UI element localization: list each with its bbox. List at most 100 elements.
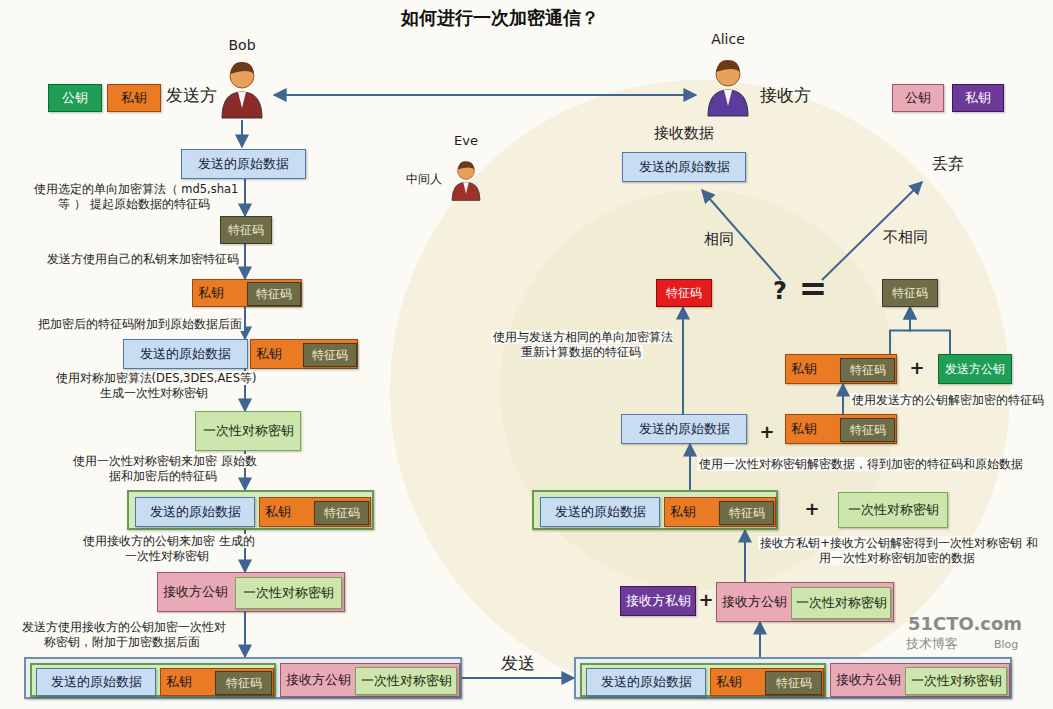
- annotation-text: 使用选定的单向加密算法（ md5,sha1等 ） 提起原始数据的特征码: [32, 182, 239, 211]
- annotation-text: Eve: [454, 133, 478, 148]
- box-text: 接收方公钥: [722, 593, 787, 611]
- public-key-box: 公钥: [892, 84, 944, 112]
- box-text: 特征码: [256, 286, 292, 303]
- box-text: 私钥: [166, 673, 192, 691]
- session-key-box: 一次性对称密钥: [235, 577, 342, 609]
- annotation: 中间人: [406, 172, 450, 188]
- private-key-box: 接收方私钥: [620, 586, 696, 616]
- box-text: 接收方公钥: [836, 671, 901, 689]
- session-key-box: 一次性对称密钥: [195, 411, 301, 451]
- private-key-box: 私钥特征码: [785, 354, 897, 384]
- public-key-box: 接收方公钥一次性对称密钥: [716, 582, 894, 622]
- annotation-text: ?: [773, 277, 787, 305]
- annotation: +: [759, 420, 775, 443]
- box-text: 发送的原始数据: [51, 673, 142, 691]
- annotation: 接收数据: [636, 124, 732, 144]
- digest-box: 特征码: [719, 501, 774, 525]
- annotation: 发送方: [166, 84, 226, 106]
- box-text: 私钥: [670, 503, 696, 521]
- background-circle: [500, 190, 900, 590]
- digest-box: 特征码: [314, 501, 369, 525]
- box-text: 接收方私钥: [626, 592, 691, 610]
- person-icon: [452, 161, 480, 200]
- annotation: 使用一次性对称密钥解密数据，得到加密的特征码和原始数据: [697, 457, 1037, 472]
- session-key-box: 一次性对称密钥: [905, 667, 1007, 695]
- box-text: 特征码: [324, 505, 360, 522]
- flow-arrow: [241, 120, 243, 147]
- flow-arrow: [689, 444, 691, 490]
- public-key-box: 公钥: [48, 84, 102, 112]
- encrypted-group: 发送的原始数据私钥特征码: [532, 490, 778, 530]
- annotation-text: +: [804, 498, 819, 519]
- box-text: 发送的原始数据: [639, 158, 730, 176]
- box-text: 接收方公钥: [163, 583, 228, 601]
- public-key-box: 接收方公钥一次性对称密钥: [830, 663, 1010, 697]
- digest-box: 特征码: [247, 282, 301, 306]
- private-key-box: 私钥 特征码: [250, 339, 358, 369]
- annotation: Blog: [994, 638, 1038, 652]
- flow-arrow: [890, 307, 910, 354]
- private-key-box: 私钥: [107, 84, 161, 112]
- annotation: 接收方私钥+接收方公钥解密得到一次性对称密钥 和用一次性对称密钥加密的数据: [754, 536, 1042, 566]
- annotation: 使用接收方的公钥来加密 生成的一次性对称密钥: [76, 534, 260, 564]
- private-key-box: 私钥 特征码: [259, 497, 371, 527]
- box-text: 私钥: [716, 673, 742, 691]
- digest-box: 特征码: [215, 671, 272, 695]
- annotation-text: Blog: [994, 638, 1018, 651]
- box-text: 私钥: [265, 503, 291, 521]
- annotation-text: 发送方使用接收方的公钥加密一次性对 称密钥，附加于加密数据后面: [20, 620, 226, 649]
- annotation-text: 接收方私钥+接收方公钥解密得到一次性对称密钥 和用一次性对称密钥加密的数据: [758, 536, 1037, 565]
- process-box: 发送的原始数据: [123, 339, 248, 369]
- annotation: 把加密后的特征码附加到原始数据后面: [26, 317, 254, 332]
- public-key-box: 接收方公钥一次性对称密钥: [280, 663, 460, 697]
- box-text: 私钥: [256, 345, 282, 363]
- annotation-text: 使用一次性对称密钥解密数据，得到加密的特征码和原始数据: [697, 457, 1025, 471]
- box-text: 发送方公钥: [945, 361, 1005, 378]
- diagram-title: 如何进行一次加密通信？: [0, 6, 1000, 29]
- annotation-text: +: [909, 357, 924, 378]
- process-box: 发送的原始数据: [135, 497, 255, 527]
- private-key-box: 私钥特征码: [192, 279, 302, 307]
- annotation-text: 中间人: [406, 172, 442, 186]
- private-key-box: 私钥: [952, 84, 1004, 112]
- edge-label-text: 发送: [499, 653, 537, 673]
- public-key-box: 接收方公钥一次性对称密钥: [157, 572, 345, 612]
- annotation: +: [698, 588, 714, 611]
- message-frame: 发送的原始数据私钥特征码接收方公钥一次性对称密钥: [574, 657, 1012, 699]
- annotation-text: 不相同: [883, 228, 928, 246]
- flow-arrow: [744, 530, 746, 582]
- private-key-box: 私钥 特征码: [160, 668, 274, 696]
- annotation-text: 使用接收方的公钥来加密 生成的一次性对称密钥: [81, 534, 255, 563]
- flow-arrow: [244, 244, 246, 279]
- annotation-text: 技术博客: [906, 636, 958, 651]
- annotation-text: +: [698, 589, 713, 610]
- box-text: 特征码: [228, 222, 264, 239]
- annotation: 使用选定的单向加密算法（ md5,sha1等 ） 提起原始数据的特征码: [28, 182, 242, 212]
- session-key-box: 一次性对称密钥: [838, 492, 948, 528]
- box-text: 发送的原始数据: [639, 420, 730, 438]
- public-key-box: 发送方公钥: [938, 354, 1012, 384]
- annotation-text: +: [759, 421, 774, 442]
- box-text: 一次性对称密钥: [911, 672, 1002, 690]
- flow-arrow: [244, 612, 246, 657]
- box-text: 一次性对称密钥: [203, 422, 294, 440]
- box-text: 发送的原始数据: [140, 345, 231, 363]
- box-text: 私钥: [791, 420, 817, 438]
- annotation-text: 使用与发送方相同的单向加密算法 重新计算数据的特征码: [491, 330, 673, 359]
- digest-box: 特征码: [765, 671, 822, 695]
- person-icon: [222, 62, 262, 118]
- flow-arrow: [842, 384, 844, 414]
- annotation: 丢弃: [924, 154, 972, 175]
- annotation: 使用对称加密算法(DES,3DES,AES等) 生成一次性对称密钥: [50, 371, 260, 401]
- annotation: 使用一次性对称密钥来加密 原始数据和加密后的特征码: [68, 454, 260, 484]
- box-text: 一次性对称密钥: [848, 501, 939, 519]
- digest-box: 特征码: [220, 216, 272, 244]
- box-text: 特征码: [312, 347, 348, 364]
- annotation-text: 51CTO.com: [908, 613, 1022, 634]
- box-text: 特征码: [892, 285, 928, 302]
- box-text: 特征码: [776, 675, 812, 692]
- flow-arrow: [910, 307, 950, 354]
- annotation: 使用与发送方相同的单向加密算法 重新计算数据的特征码: [488, 330, 676, 360]
- box-text: 特征码: [226, 675, 262, 692]
